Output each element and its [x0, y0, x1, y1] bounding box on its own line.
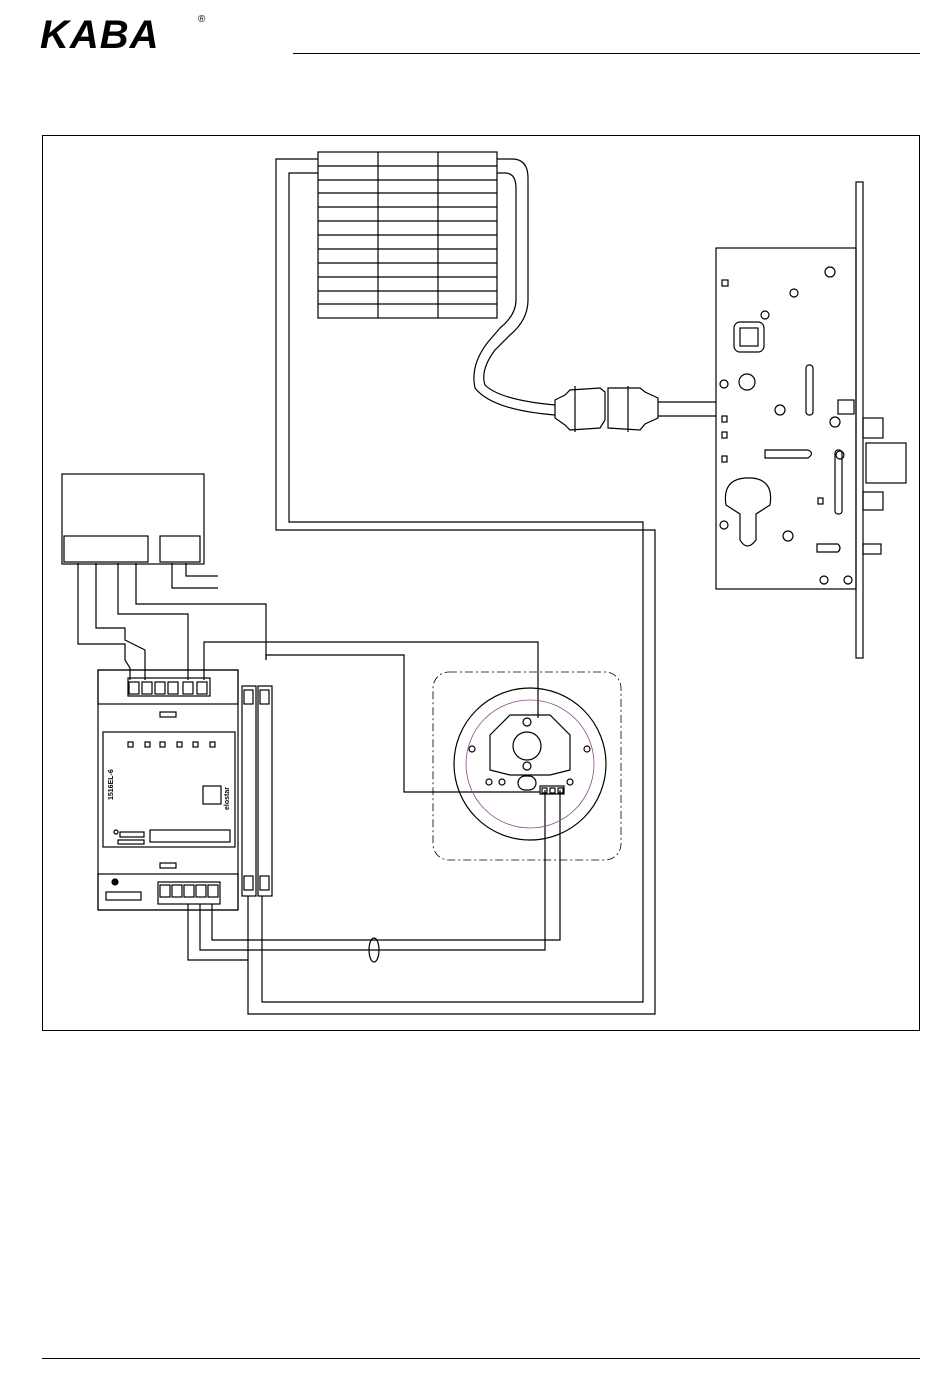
mortise-lock — [716, 182, 906, 658]
relay-model-label: 1516EL-6 — [108, 769, 115, 800]
cable-connector — [555, 386, 716, 432]
terminal-blocks — [242, 686, 272, 896]
terminal-table — [318, 152, 497, 318]
reader-unit — [433, 672, 621, 860]
relay-brand-label: elostar — [224, 787, 231, 810]
main-cable — [248, 159, 655, 1014]
power-supply-box — [62, 474, 218, 588]
lock-cable — [474, 159, 555, 415]
relay-led — [112, 879, 118, 885]
relay-module — [98, 670, 238, 910]
